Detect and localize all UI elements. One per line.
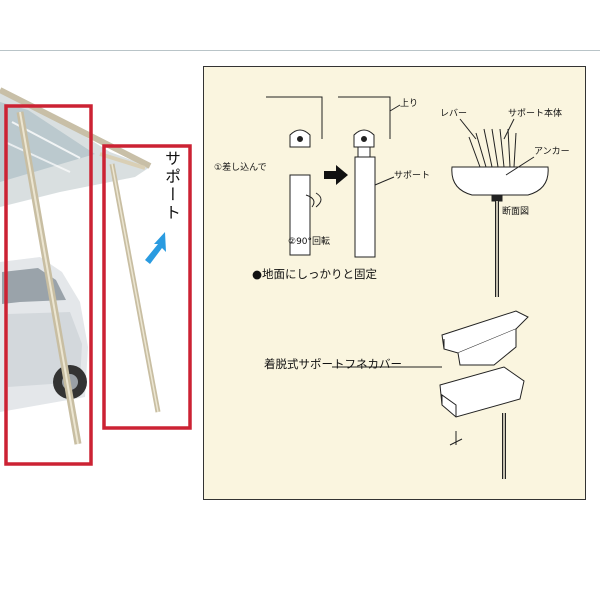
support-part-label: サポート (394, 171, 431, 181)
installation-diagram: ①差し込んで ②90°回転 上り サポート レバー サポート本体 アンカー 断面… (203, 66, 586, 500)
section-view-label: 断面図 (502, 207, 530, 217)
top-divider (0, 50, 600, 51)
carport-photo (0, 82, 200, 472)
lever-label: レバー (440, 109, 468, 119)
support-body-label: サポート本体 (508, 109, 563, 119)
cover-label: 着脱式サポートフネカバー (264, 357, 402, 371)
anchor-label: アンカー (534, 147, 570, 157)
ground-note: ●地面にしっかりと固定 (252, 267, 378, 281)
step2-label: ②90°回転 (288, 237, 331, 247)
up-label: 上り (400, 99, 419, 109)
diagram-drawing (266, 96, 549, 479)
support-label: サポート (162, 150, 181, 222)
step1-label: ①差し込んで (214, 163, 267, 173)
